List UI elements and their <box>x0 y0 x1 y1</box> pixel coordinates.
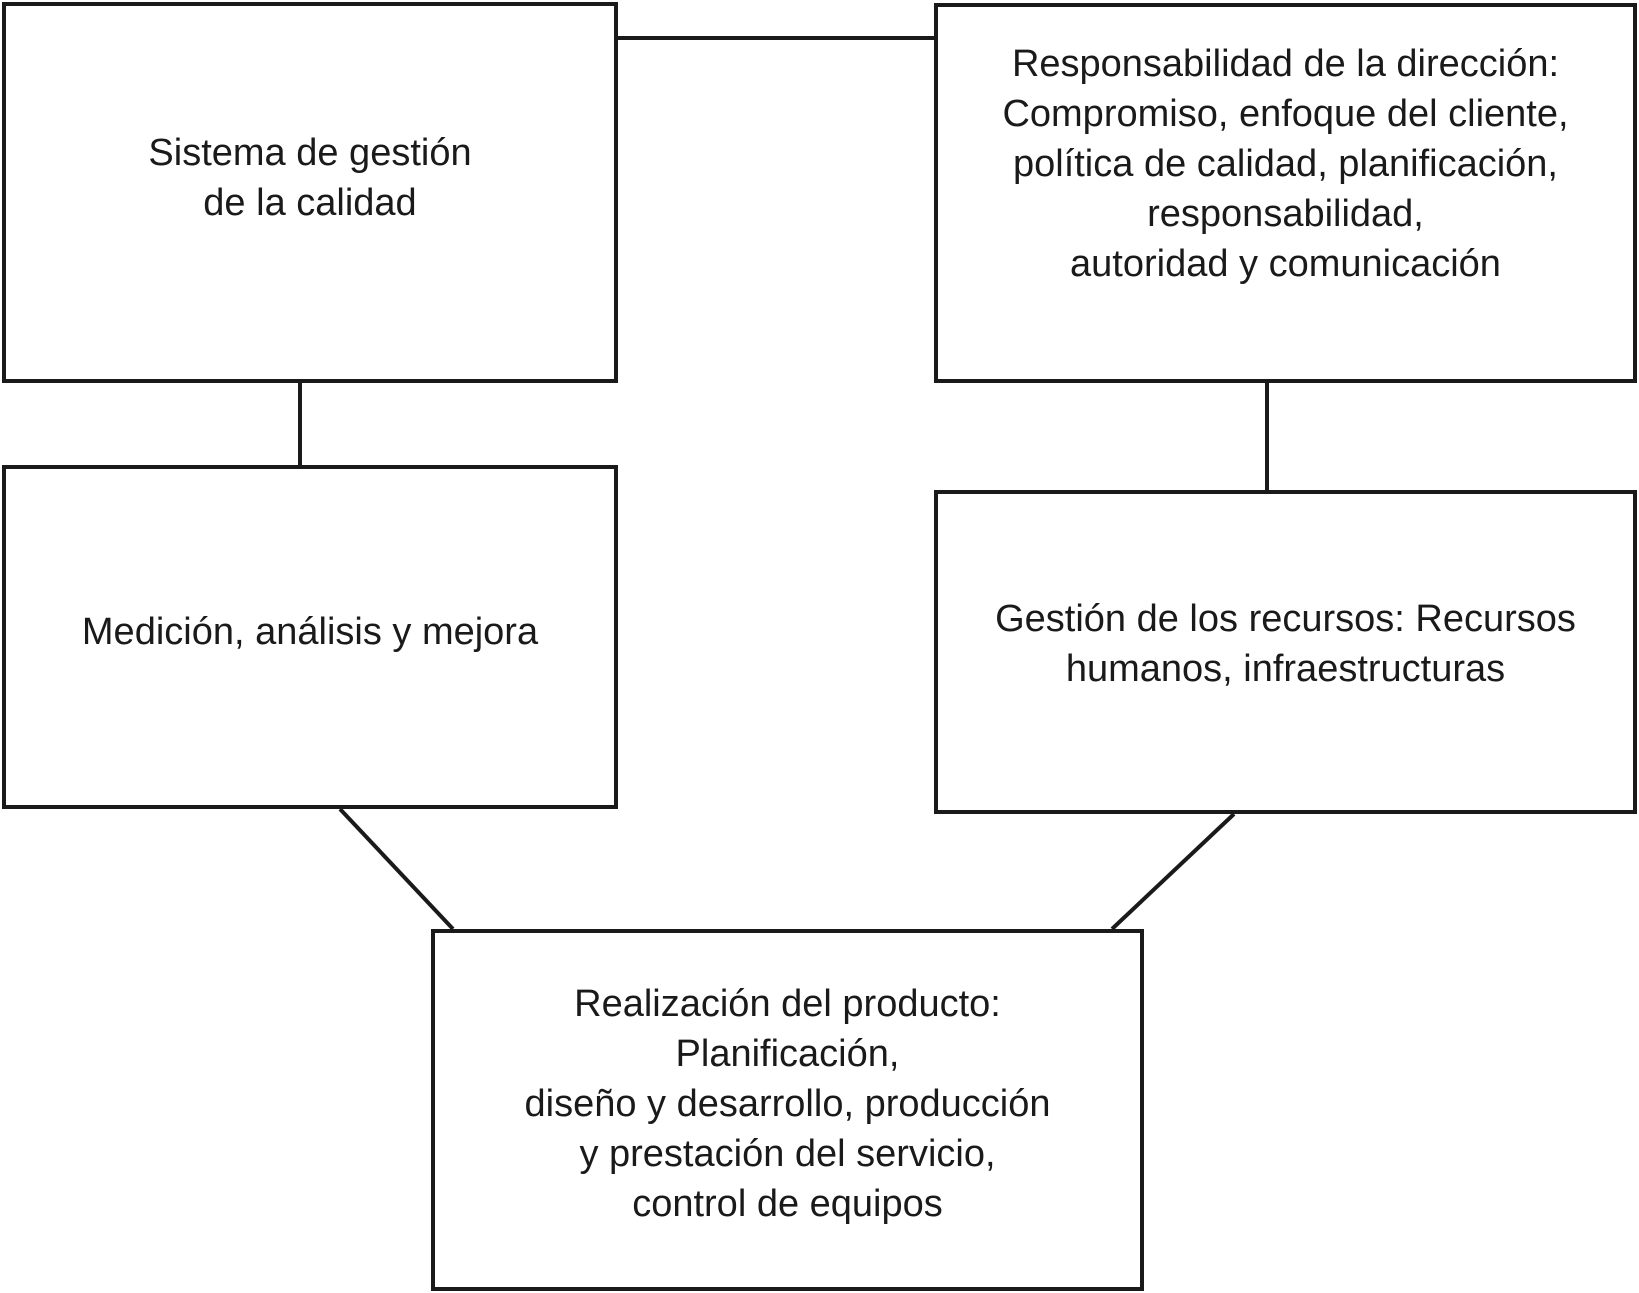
node-recursos-line: Gestión de los recursos: Recursos <box>995 598 1576 640</box>
node-responsabilidad-line: Compromiso, enfoque del cliente, <box>1002 93 1569 135</box>
node-responsabilidad-line: política de calidad, planificación, <box>1012 143 1558 185</box>
node-recursos-text: Gestión de los recursos: Recursos humano… <box>995 594 1576 694</box>
connector-realizacion-medicion <box>338 807 455 931</box>
node-realizacion-line: control de equipos <box>632 1183 943 1225</box>
node-realizacion-producto: Realización del producto: Planificación,… <box>431 929 1144 1291</box>
node-sistema-gestion-calidad: Sistema de gestión de la calidad <box>2 2 618 383</box>
node-responsabilidad-line: Responsabilidad de la dirección: <box>1011 43 1560 85</box>
node-responsabilidad-line: responsabilidad, <box>1147 193 1424 235</box>
node-realizacion-line: Realización del producto: <box>574 983 1001 1025</box>
node-responsabilidad-text: Responsabilidad de la dirección: Comprom… <box>1002 39 1568 289</box>
node-realizacion-line: diseño y desarrollo, producción <box>524 1083 1051 1125</box>
node-recursos-line: humanos, infraestructuras <box>1065 648 1506 690</box>
node-realizacion-line: Planificación, <box>675 1033 900 1075</box>
node-sistema-text: Sistema de gestión de la calidad <box>148 128 471 228</box>
node-responsabilidad-direccion: Responsabilidad de la dirección: Comprom… <box>934 3 1637 383</box>
node-medicion-text: Medición, análisis y mejora <box>82 607 538 657</box>
node-realizacion-line: y prestación del servicio, <box>579 1133 996 1175</box>
node-sistema-line: Sistema de gestión <box>148 131 472 174</box>
node-medicion-line: Medición, análisis y mejora <box>81 611 539 653</box>
node-medicion-analisis-mejora: Medición, análisis y mejora <box>2 465 618 809</box>
node-realizacion-text: Realización del producto: Planificación,… <box>525 979 1051 1229</box>
node-responsabilidad-line: autoridad y comunicación <box>1070 243 1501 285</box>
node-sistema-line: de la calidad <box>203 181 417 224</box>
node-gestion-recursos: Gestión de los recursos: Recursos humano… <box>934 490 1637 814</box>
connector-recursos-realizacion <box>1110 812 1236 931</box>
